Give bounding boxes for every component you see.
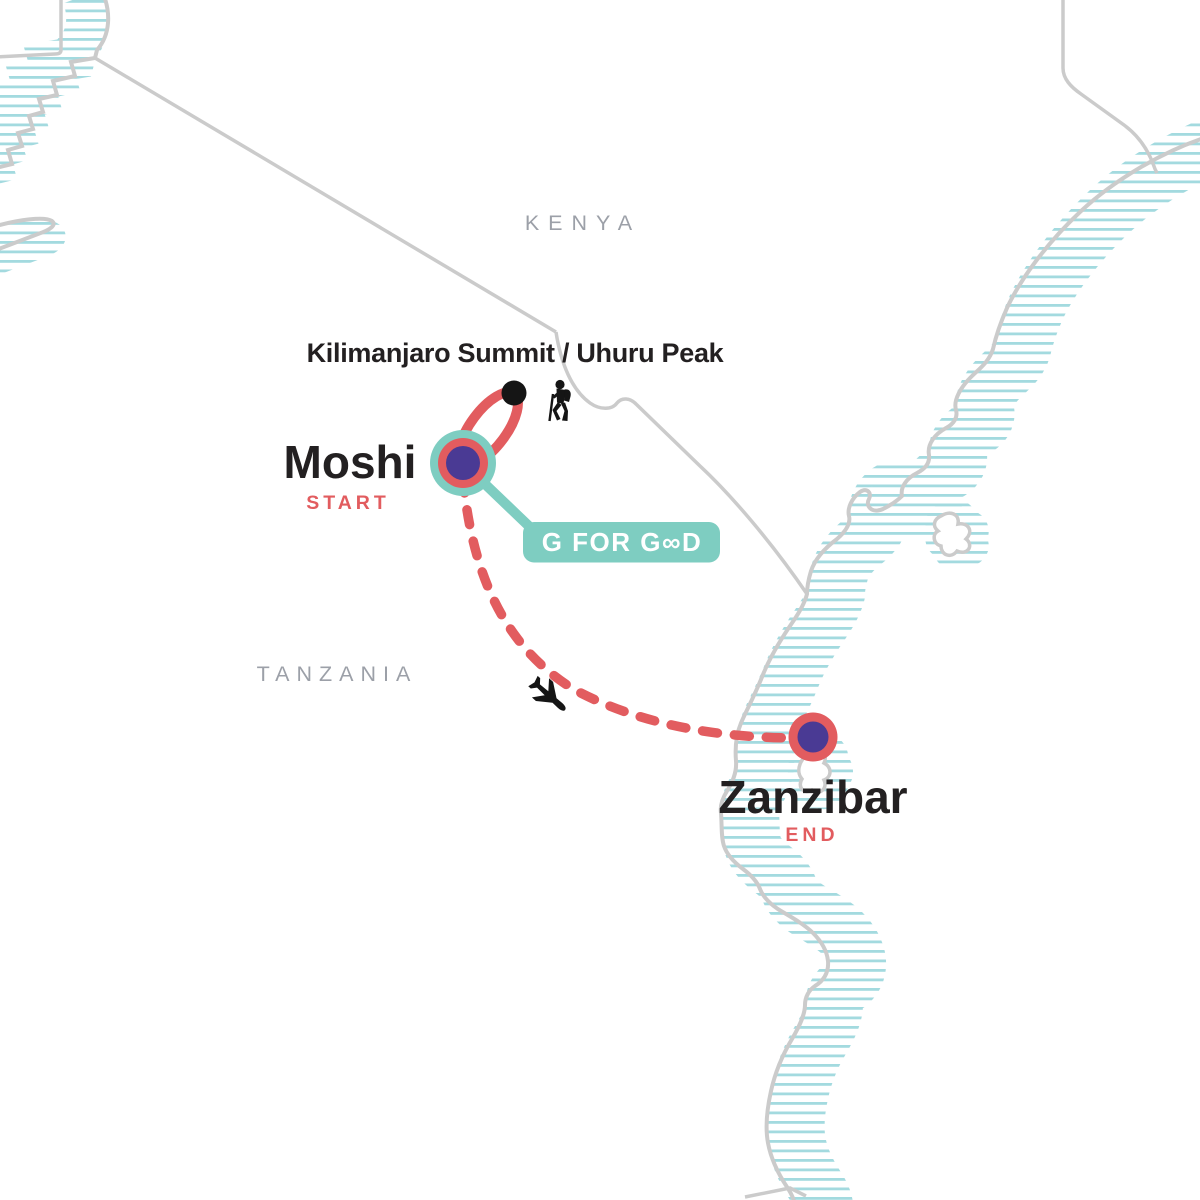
moshi-marker xyxy=(430,430,496,496)
south-coast-detail xyxy=(744,1186,807,1199)
zanzibar-marker-core xyxy=(797,721,829,753)
border-kenya-somalia xyxy=(1061,0,1159,174)
g-for-good-callout: G FOR G∞D xyxy=(458,458,720,563)
end-tag: END xyxy=(785,824,838,846)
airplane-icon xyxy=(528,675,566,711)
zanzibar-label: Zanzibar xyxy=(718,771,907,823)
zanzibar-marker xyxy=(788,712,838,762)
border-uganda-kenya xyxy=(0,0,63,59)
peak-label: Kilimanjaro Summit / Uhuru Peak xyxy=(307,338,725,368)
start-tag: START xyxy=(306,492,390,514)
moshi-label: Moshi xyxy=(284,436,417,488)
moshi-marker-core xyxy=(446,446,480,480)
country-label-tanzania: TANZANIA xyxy=(257,662,418,686)
border-kenya-tanzania xyxy=(94,56,557,334)
summit-marker xyxy=(501,380,527,406)
flight-route-dashed xyxy=(458,473,796,743)
g-for-good-badge xyxy=(523,522,720,563)
ocean-hatching xyxy=(750,138,1200,1200)
country-label-kenya: KENYA xyxy=(525,211,641,235)
hiker-icon xyxy=(548,379,571,422)
border-kenya-tanzania-east xyxy=(554,331,809,595)
g-for-good-label: G FOR G∞D xyxy=(542,527,703,557)
summit-dot xyxy=(501,380,527,406)
